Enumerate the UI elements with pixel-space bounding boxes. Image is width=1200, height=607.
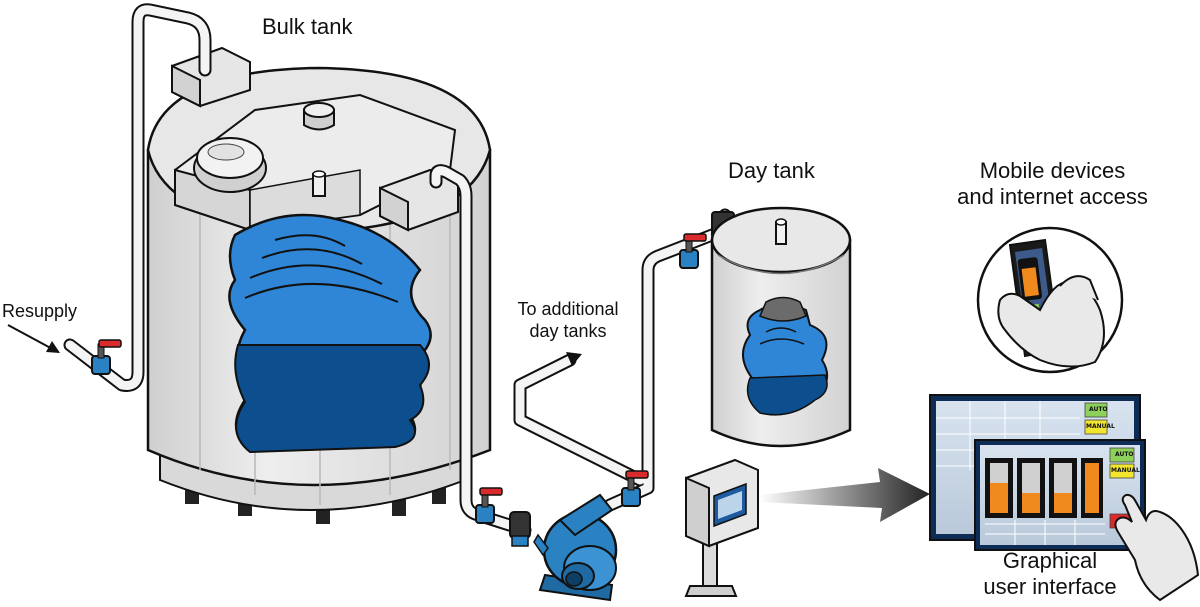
gui-front-manual-label: MANUAL [1111, 467, 1140, 474]
mobile-label-line2: and internet access [957, 184, 1148, 209]
bulk-tank-liquid-cutaway [228, 213, 432, 454]
pipe-network [63, 3, 732, 537]
valve-bulk-outlet [475, 487, 503, 524]
bulk-tank-vent [303, 102, 335, 131]
resupply-arrow [7, 324, 60, 353]
additional-day-tanks-label: To additional day tanks [498, 298, 638, 342]
gui-front-auto-button[interactable] [1109, 447, 1135, 463]
day-tank-nozzle [775, 218, 787, 245]
gui-back-manual-button[interactable] [1084, 419, 1108, 435]
gui-front-auto-label: AUTO [1115, 451, 1134, 458]
gui-hand [1114, 493, 1200, 602]
gui-back-manual-label: MANUAL [1086, 423, 1115, 430]
mobile-label-line1: Mobile devices [979, 158, 1126, 183]
additional-label-line2: day tanks [529, 321, 607, 341]
gui-screens [929, 394, 1200, 602]
day-tank-label: Day tank [728, 158, 815, 183]
control-panel [684, 458, 759, 597]
valve-resupply [91, 339, 122, 375]
gui-back-auto-label: AUTO [1089, 406, 1108, 413]
gui-level-bars [985, 458, 1103, 518]
mobile-device [976, 226, 1124, 374]
gui-back-auto-button[interactable] [1084, 402, 1108, 418]
valve-pump-outlet [621, 470, 649, 507]
gui-front-manual-button[interactable] [1109, 463, 1135, 479]
check-valve [509, 511, 531, 547]
signal-arrow [760, 468, 930, 522]
valve-day-tank-inlet [679, 233, 707, 269]
mobile-devices-label: Mobile devices and internet access [940, 158, 1165, 210]
transfer-pump [533, 493, 618, 602]
bulk-tank-hatch [193, 137, 267, 193]
bulk-tank-label: Bulk tank [262, 14, 353, 39]
resupply-label: Resupply [2, 301, 78, 321]
arrow-to-additional-tanks [566, 352, 582, 366]
mobile-hand [997, 280, 1105, 368]
day-tank [710, 206, 852, 448]
additional-label-line1: To additional [517, 299, 619, 319]
gui-label: Graphical user interface [955, 548, 1145, 600]
gui-label-line1: Graphical [1002, 548, 1098, 573]
gui-label-line2: user interface [983, 574, 1117, 599]
day-tank-liquid-cutaway [742, 296, 829, 416]
bulk-tank-sensor [312, 170, 326, 197]
bulk-tank [146, 46, 492, 524]
